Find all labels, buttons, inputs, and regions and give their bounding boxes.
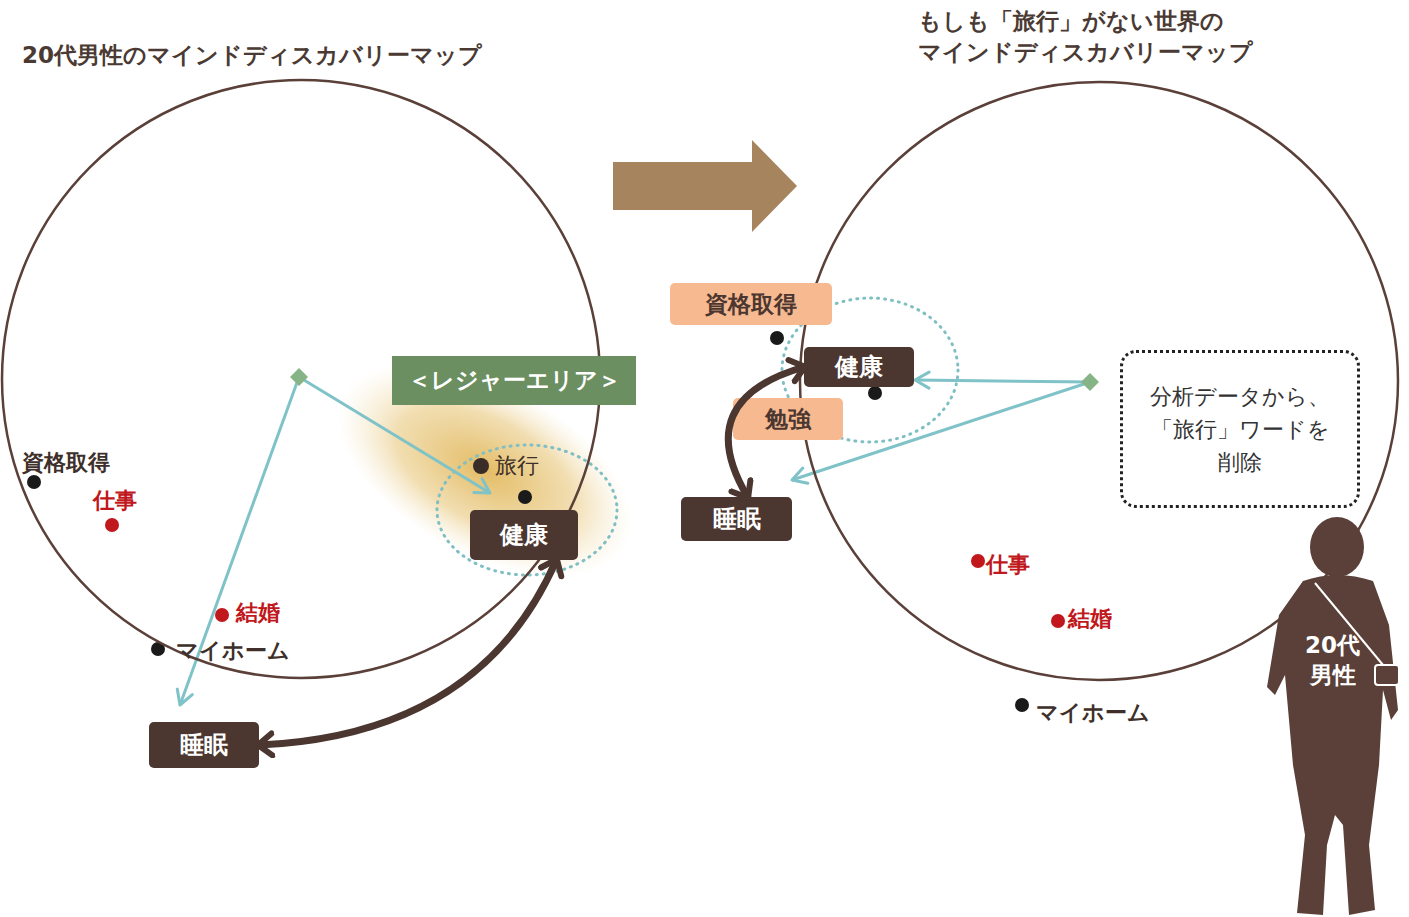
box-text: 健康 [500,519,548,551]
person-body [1267,575,1398,915]
box-text: 睡眠 [713,503,761,535]
note-box: 分析データから、 「旅行」ワードを 削除 [1120,350,1360,508]
word-dot [473,458,489,474]
box-text: 健康 [835,351,883,383]
word-box: 健康 [470,510,578,560]
box-text: 勉強 [765,404,811,435]
origin-diamond [1081,373,1099,391]
relation-arrow [728,367,804,497]
map-heading: 20代男性のマインドディスカバリーマップ [22,40,582,71]
word-label: 結婚 [236,598,280,628]
word-dot [27,475,41,489]
word-dot [105,518,119,532]
person-silhouette [1265,515,1400,917]
dotted-cluster [437,445,617,575]
camera [1375,665,1399,685]
word-box: 資格取得 [670,283,832,325]
word-box: 勉強 [733,398,843,440]
word-box: 睡眠 [149,722,259,768]
word-dot [1015,698,1029,712]
map-heading: もしも「旅行」がない世界の マインドディスカバリーマップ [918,6,1348,68]
person-head [1310,517,1364,577]
relation-arrow [259,560,556,745]
transition-arrow [613,140,797,232]
word-dots [27,331,1065,712]
word-label: 資格取得 [22,448,110,478]
word-dot [868,386,882,400]
area-tag: ＜レジャーエリア＞ [392,356,636,405]
word-label: 旅行 [495,451,539,481]
box-text: 睡眠 [180,729,228,761]
word-label: 仕事 [93,486,137,516]
person-label: 20代 男性 [1303,631,1363,691]
word-dot [971,554,985,568]
word-label: マイホーム [1036,698,1150,728]
word-label: 結婚 [1068,604,1112,634]
origin-diamond [290,368,308,386]
word-label: 仕事 [986,550,1030,580]
word-dot [518,490,532,504]
word-dot [770,331,784,345]
box-text: ＜レジャーエリア＞ [408,365,621,396]
box-text: 資格取得 [705,289,797,320]
vector-arrow [915,380,1090,382]
box-text: 分析データから、 「旅行」ワードを 削除 [1143,380,1337,479]
word-dot [1051,614,1065,628]
word-box: 睡眠 [681,497,792,541]
word-box: 健康 [804,347,914,387]
leisure-glow [304,320,666,620]
word-label: マイホーム [176,636,290,666]
word-dot [215,608,229,622]
person-silhouette: 20代 男性 [1265,515,1400,917]
